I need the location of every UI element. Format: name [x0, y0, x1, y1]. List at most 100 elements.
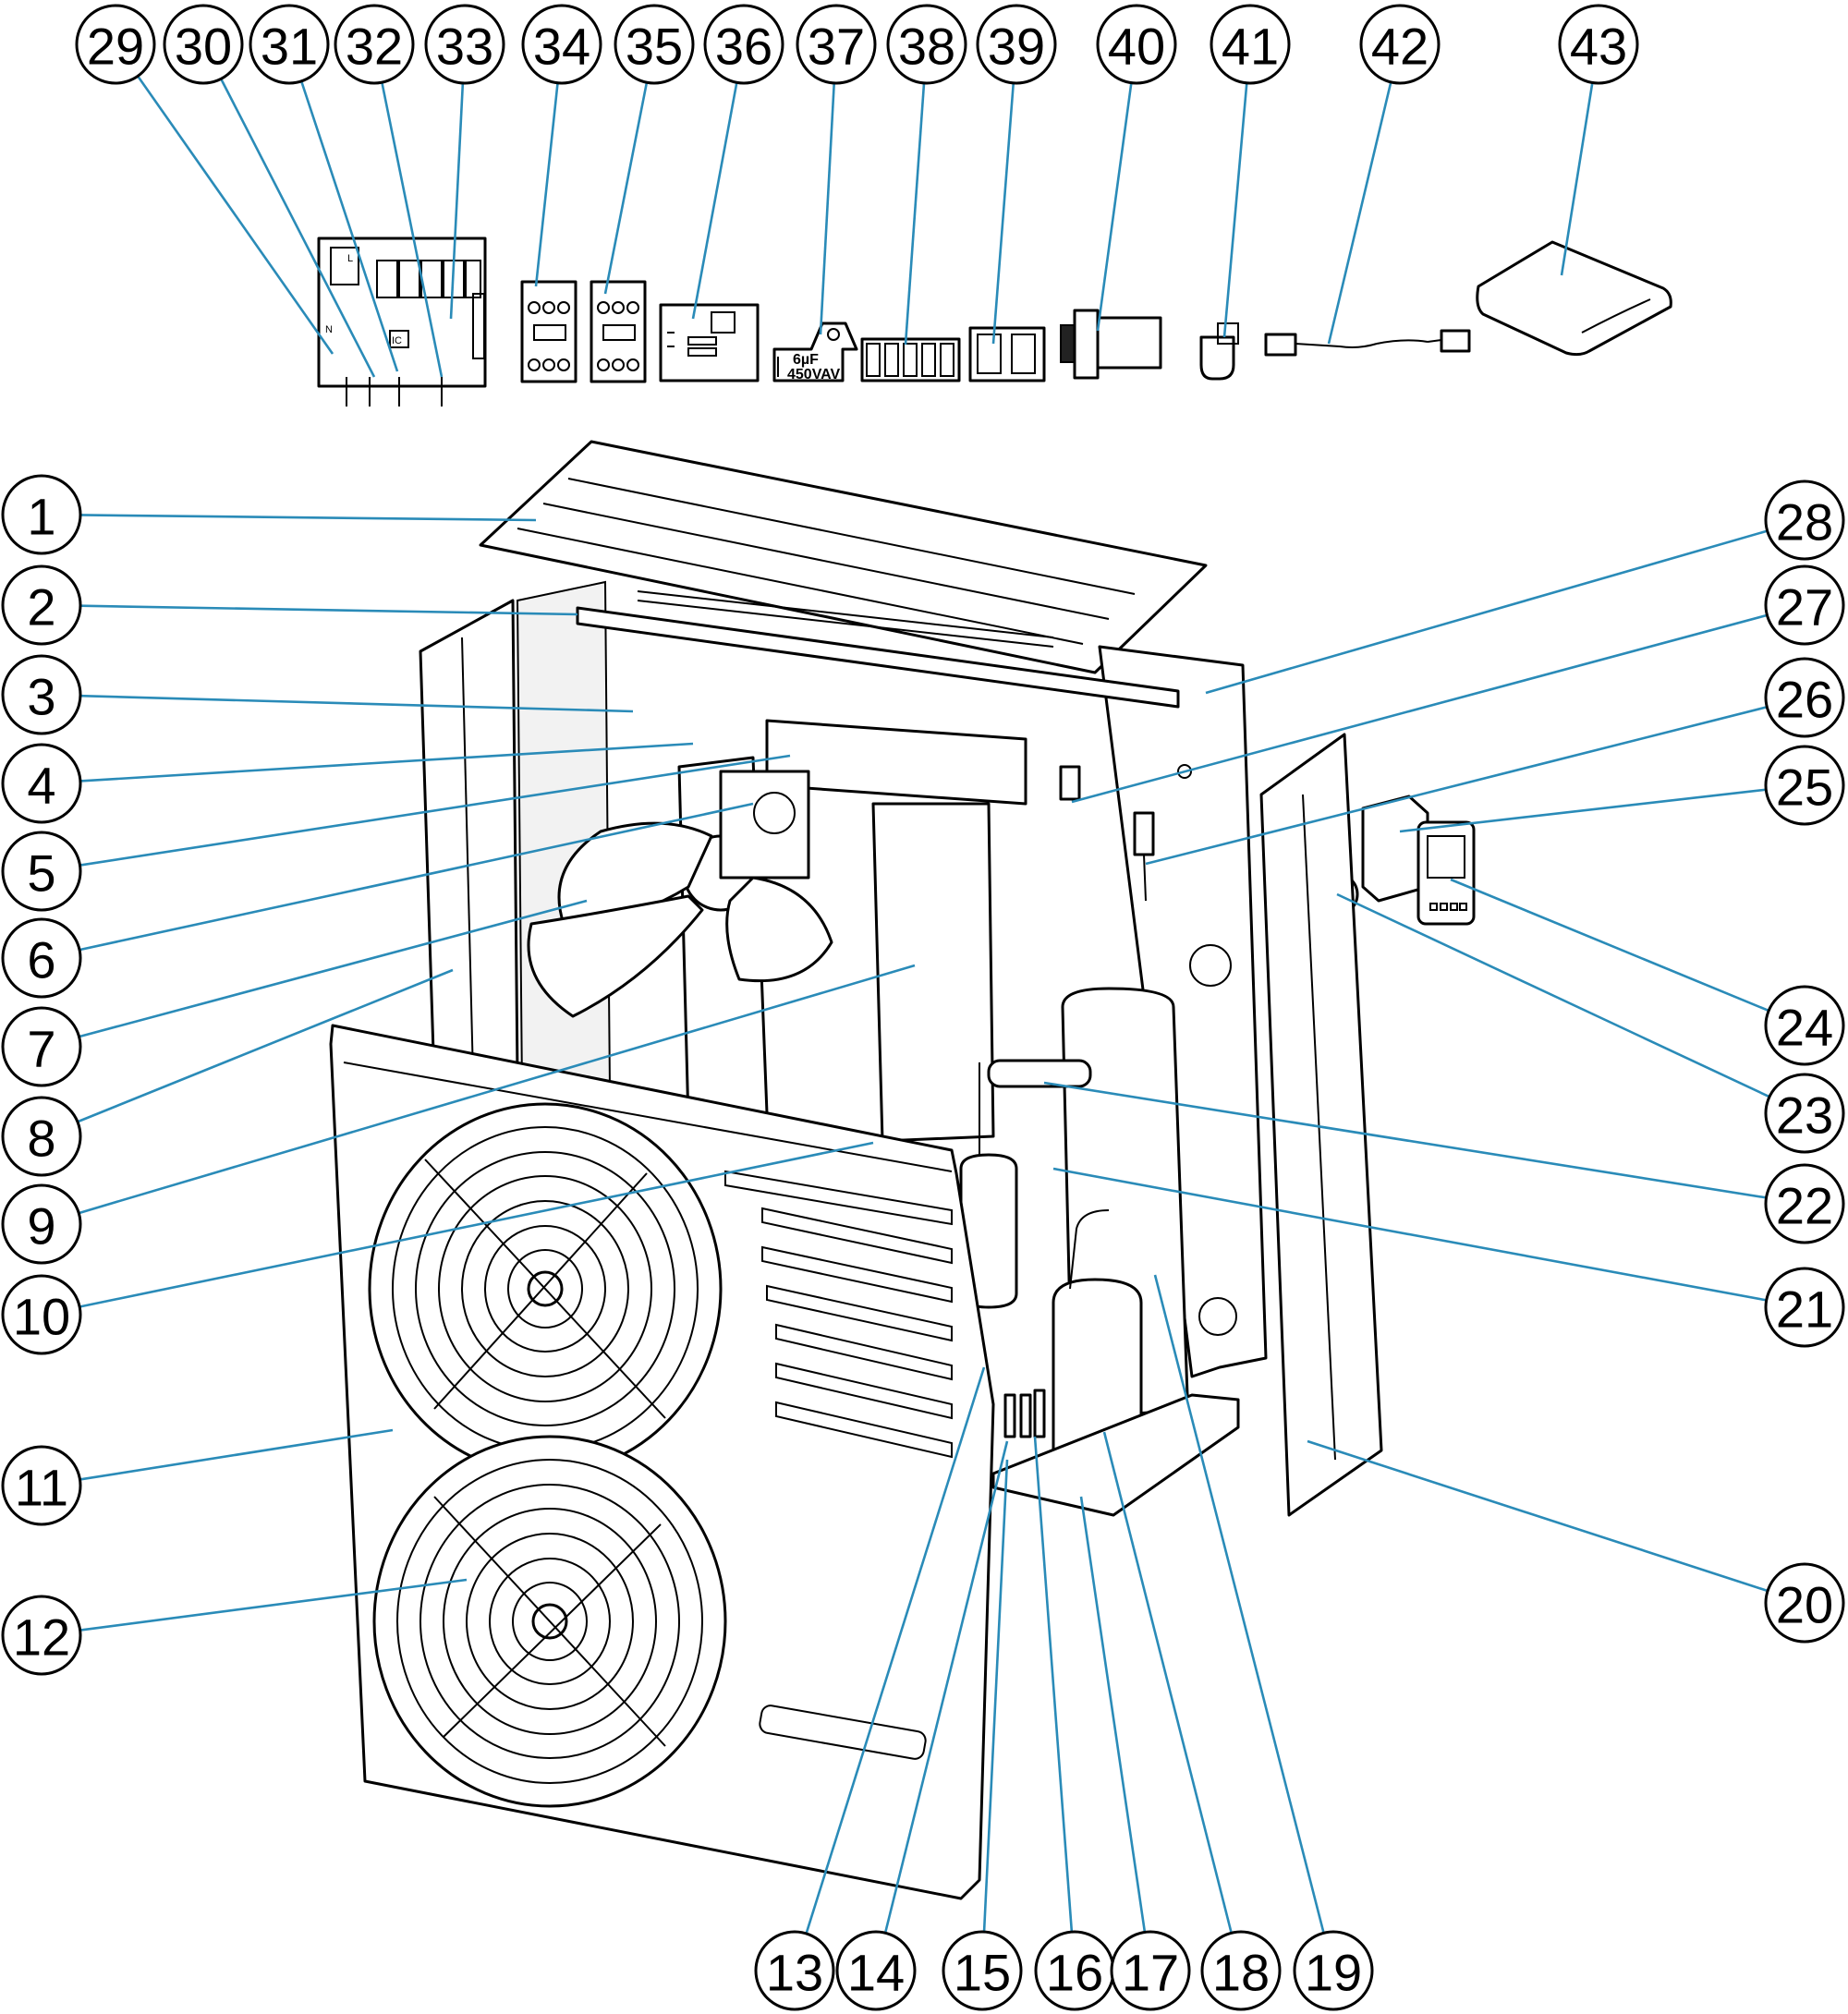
- callout-circle: [1764, 1163, 1845, 1244]
- callout-39: 39: [976, 4, 1057, 85]
- callout-38: 38: [886, 4, 967, 85]
- callout-32: 32: [334, 4, 415, 85]
- callout-number: 5: [27, 844, 55, 903]
- leader-line-19: [1153, 1274, 1325, 1934]
- leader-line-42: [1327, 81, 1392, 345]
- top-panel: [479, 440, 1208, 674]
- callout-8: 8: [1, 1096, 82, 1177]
- leader-line-41: [1222, 82, 1248, 338]
- callout-circle: [1, 474, 82, 555]
- callout-23: 23: [1764, 1073, 1845, 1154]
- leader-line-24: [1450, 878, 1769, 1013]
- leader-line-6: [79, 802, 754, 952]
- callout-circle: [1, 743, 82, 824]
- callout-19: 19: [1293, 1930, 1374, 2011]
- callout-number: 1: [27, 488, 55, 546]
- callout-number: 25: [1776, 758, 1833, 817]
- callout-42: 42: [1359, 4, 1441, 85]
- callout-number: 14: [847, 1944, 905, 2002]
- callout-circle: [1359, 4, 1441, 85]
- leader-line-1: [79, 514, 537, 522]
- callout-number: 18: [1212, 1944, 1270, 2002]
- callout-number: 7: [27, 1020, 55, 1078]
- callout-40: 40: [1096, 4, 1177, 85]
- leader-line-38: [904, 82, 926, 346]
- fan-motor: [719, 770, 810, 880]
- leader-line-33: [449, 82, 465, 320]
- callout-number: 11: [15, 1459, 68, 1517]
- callout-circle: [703, 4, 784, 85]
- callout-18: 18: [1200, 1930, 1282, 2011]
- callout-number: 33: [436, 18, 493, 76]
- leader-line-15: [982, 1459, 1009, 1933]
- callout-circle: [1, 831, 82, 912]
- callout-36: 36: [703, 4, 784, 85]
- callout-14: 14: [835, 1930, 917, 2011]
- callout-number: 3: [27, 668, 55, 726]
- board-label-ic: IC: [392, 335, 402, 346]
- board-label-n: N: [325, 324, 333, 335]
- protective-cover: [1476, 240, 1672, 357]
- water-connector: [1060, 309, 1162, 380]
- leader-line-27: [1071, 613, 1768, 804]
- callout-number: 8: [27, 1110, 55, 1168]
- callout-number: 27: [1776, 578, 1833, 637]
- callout-number: 19: [1305, 1944, 1362, 2002]
- callout-30: 30: [163, 4, 244, 85]
- callout-22: 22: [1764, 1163, 1845, 1244]
- callout-circle: [1110, 1930, 1191, 2011]
- callout-circle: [249, 4, 330, 85]
- callout-circle: [424, 4, 505, 85]
- capacitor: 6µF 450VAV: [772, 322, 858, 382]
- base-tray: [991, 1393, 1240, 1517]
- callout-number: 6: [27, 931, 55, 989]
- leader-line-4: [79, 742, 694, 783]
- callout-circle: [1, 1006, 82, 1087]
- callout-circle: [1764, 1073, 1845, 1154]
- callout-17: 17: [1110, 1930, 1191, 2011]
- callout-number: 32: [346, 18, 403, 76]
- fan-grille-bottom: [372, 1435, 727, 1808]
- callout-5: 5: [1, 831, 82, 912]
- callout-16: 16: [1034, 1930, 1115, 2011]
- callout-circle: [163, 4, 244, 85]
- callout-number: 17: [1122, 1944, 1179, 2002]
- relay-board: [659, 303, 760, 382]
- callout-number: 42: [1371, 18, 1429, 76]
- leader-line-34: [534, 82, 559, 287]
- callout-29: 29: [75, 4, 156, 85]
- pressure-switch: [1133, 811, 1155, 902]
- callout-10: 10: [1, 1274, 82, 1355]
- callout-number: 10: [13, 1288, 70, 1346]
- leader-line-39: [991, 82, 1015, 345]
- callout-20: 20: [1764, 1562, 1845, 1644]
- four-way-valve: [987, 1059, 1092, 1088]
- callout-12: 12: [1, 1595, 82, 1676]
- callout-number: 34: [533, 18, 590, 76]
- callout-13: 13: [754, 1930, 835, 2011]
- leader-line-23: [1336, 892, 1770, 1098]
- leader-line-17: [1079, 1496, 1147, 1933]
- callout-circle: [1, 1274, 82, 1355]
- right-side-panel: [1259, 733, 1383, 1517]
- leader-line-7: [79, 899, 588, 1038]
- callout-circle: [1764, 1267, 1845, 1348]
- callout-circle: [942, 1930, 1023, 2011]
- callout-37: 37: [796, 4, 877, 85]
- callout-number: 20: [1776, 1576, 1833, 1634]
- leader-line-30: [220, 78, 376, 378]
- callout-number: 12: [13, 1608, 70, 1667]
- callout-number: 41: [1222, 18, 1279, 76]
- callout-circle: [1096, 4, 1177, 85]
- callout-circle: [1293, 1930, 1374, 2011]
- callout-circle: [1764, 657, 1845, 738]
- callout-6: 6: [1, 917, 82, 999]
- terminal-block-2: [968, 326, 1046, 382]
- callout-circle: [1, 1183, 82, 1265]
- callout-circle: [754, 1930, 835, 2011]
- control-board: L N IC: [317, 237, 487, 406]
- leader-line-12: [79, 1578, 468, 1632]
- top-bracket: [576, 606, 1180, 709]
- callout-circle: [1, 1595, 82, 1676]
- callout-number: 35: [626, 18, 683, 76]
